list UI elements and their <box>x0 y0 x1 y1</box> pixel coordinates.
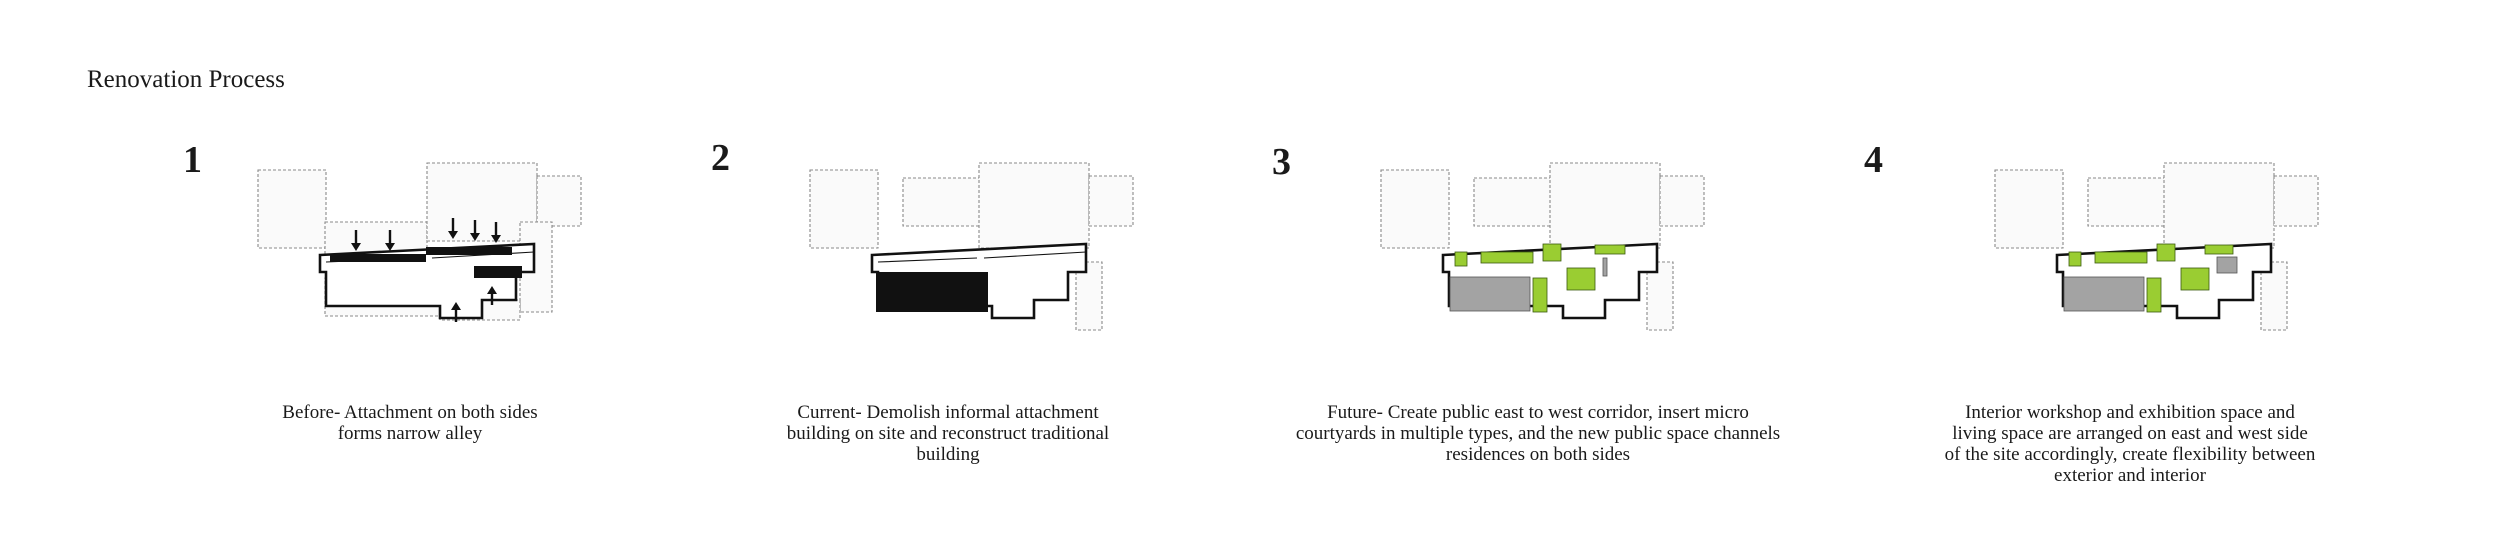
courtyard-green <box>1480 251 1534 264</box>
neighbor-block <box>1994 169 2064 249</box>
workshop-green <box>2156 243 2176 262</box>
neighbor-block <box>536 175 582 227</box>
site-outline <box>318 242 536 320</box>
demolished-attachment <box>876 272 988 312</box>
courtyard-green <box>1594 244 1626 255</box>
neighbor-block <box>1088 175 1134 227</box>
step-number: 1 <box>183 139 202 181</box>
interior-line <box>877 251 1087 263</box>
step-caption: Interior workshop and exhibition space a… <box>1944 402 2316 486</box>
courtyard-green <box>1566 267 1596 291</box>
neighbor-block <box>2273 175 2319 227</box>
step-number: 3 <box>1272 141 1291 183</box>
neighbor-block <box>426 162 538 242</box>
neighbor-block <box>2163 162 2275 249</box>
courtyard-green <box>1532 277 1548 313</box>
neighbor-block <box>1380 169 1450 249</box>
workshop-green <box>2204 244 2234 255</box>
neighbor-block <box>2260 261 2288 331</box>
step-caption: Before- Attachment on both sides forms n… <box>282 402 538 444</box>
step-caption: Current- Demolish informal attachment bu… <box>786 402 1110 465</box>
step-caption: Future- Create public east to west corri… <box>1295 402 1781 465</box>
courtyard-green <box>1542 243 1562 262</box>
courtyard-green <box>1454 251 1468 267</box>
diagram-title: Renovation Process <box>87 66 285 93</box>
neighbor-block <box>978 162 1090 249</box>
neighbor-block <box>1646 261 1674 331</box>
workshop-green <box>2068 251 2082 267</box>
workshop-green <box>2180 267 2210 291</box>
neighbor-block <box>1659 175 1705 227</box>
residence-grey <box>1449 276 1531 312</box>
step-number: 4 <box>1864 139 1883 181</box>
neighbor-block <box>809 169 879 249</box>
workshop-green <box>2094 251 2148 264</box>
step-number: 2 <box>711 137 730 179</box>
workshop-green <box>2146 277 2162 313</box>
living-grey <box>2063 276 2145 312</box>
living-grey <box>2216 256 2238 274</box>
neighbor-block <box>257 169 327 249</box>
attachment-south <box>474 266 522 278</box>
neighbor-block <box>1075 261 1103 331</box>
attachment-north <box>426 247 512 255</box>
attachment-north <box>330 254 426 262</box>
courtyard-grey <box>1602 257 1608 277</box>
